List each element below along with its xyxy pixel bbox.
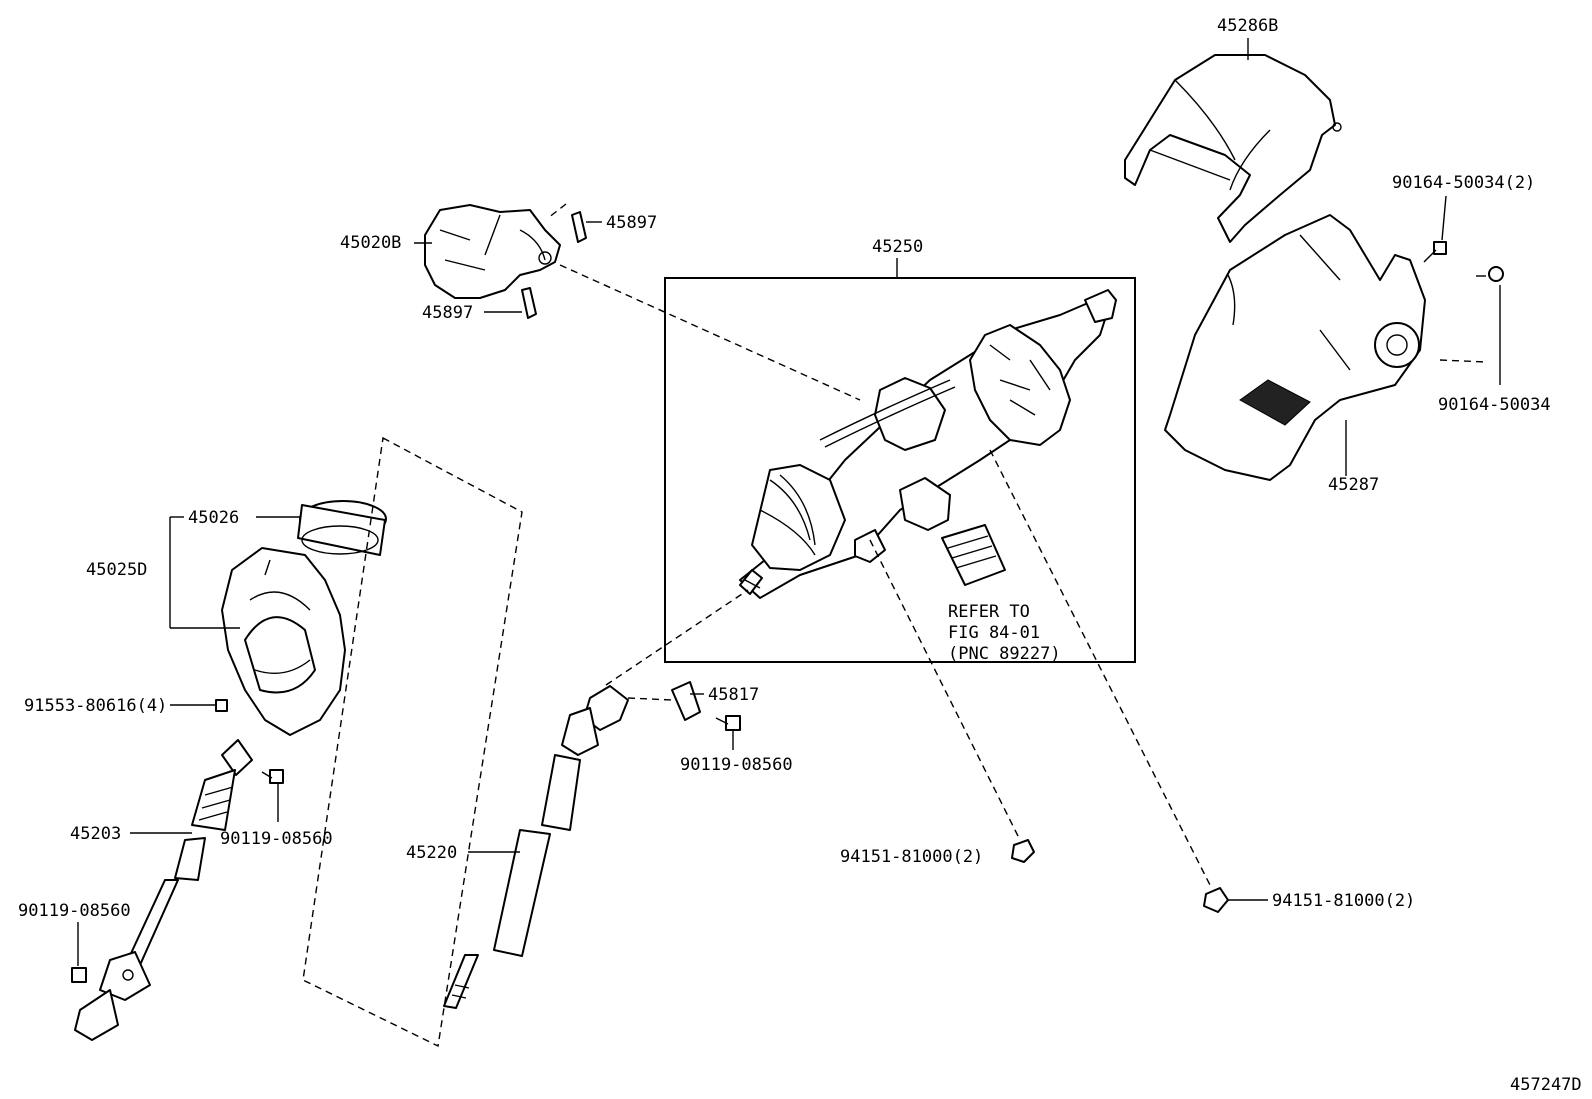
bolt-45897-lower[interactable]: [521, 287, 537, 319]
nut-94151-81000-b[interactable]: [1203, 887, 1229, 913]
seal-ring-45026[interactable]: [297, 500, 387, 556]
dash-45817: [627, 697, 673, 701]
dash-45020B-to-column: [559, 264, 861, 401]
label-91553[interactable]: 91553-80616(4): [24, 696, 167, 716]
label-45250[interactable]: 45250: [872, 237, 923, 257]
label-45220[interactable]: 45220: [406, 843, 457, 863]
upper-column-cover-45286B[interactable]: [1124, 54, 1342, 243]
lock-housing-45020B[interactable]: [424, 204, 561, 299]
leader-90164-50034-2: [1441, 195, 1447, 241]
screw-90164-50034[interactable]: [1476, 266, 1504, 282]
dash-94151-b: [989, 449, 1211, 886]
steering-column-assembly[interactable]: [739, 289, 1117, 599]
label-94151-a[interactable]: 94151-81000(2): [840, 847, 983, 867]
label-45897-upper[interactable]: 45897: [606, 213, 657, 233]
dash-45220-to-column: [605, 589, 749, 686]
ecu-module-icon: [941, 524, 1006, 586]
label-45287[interactable]: 45287: [1328, 475, 1379, 495]
nut-94151-81000-a[interactable]: [1011, 839, 1035, 863]
dashed-group-outline: [302, 436, 523, 1048]
bolt-91553-80616[interactable]: [215, 699, 228, 712]
dash-90164-50034: [1439, 359, 1487, 363]
label-45817[interactable]: 45817: [708, 685, 759, 705]
dash-94151-a: [869, 539, 1021, 841]
label-90119-c[interactable]: 90119-08560: [18, 901, 131, 921]
bolt-90119-08560-a[interactable]: [261, 769, 284, 784]
label-90119-a[interactable]: 90119-08560: [220, 829, 333, 849]
label-90119-b[interactable]: 90119-08560: [680, 755, 793, 775]
refer-note-line1: REFER TO: [948, 602, 1030, 622]
label-45026[interactable]: 45026: [188, 508, 239, 528]
column-boot-45025D[interactable]: [221, 547, 346, 736]
label-45025D[interactable]: 45025D: [86, 560, 147, 580]
figure-id: 457247D: [1510, 1075, 1582, 1095]
dash-45897-upper: [547, 203, 567, 219]
lower-shaft-45220[interactable]: [443, 685, 629, 1009]
lower-column-cover-45287[interactable]: [1164, 214, 1426, 481]
cover-plate-45817[interactable]: [671, 681, 701, 721]
screw-90164-50034-2[interactable]: [1423, 241, 1447, 263]
label-90164-50034[interactable]: 90164-50034: [1438, 395, 1551, 415]
intermediate-shaft-45203[interactable]: [74, 739, 253, 1041]
label-45286B[interactable]: 45286B: [1217, 16, 1278, 36]
refer-note-line3: (PNC 89227): [948, 644, 1061, 664]
bolt-45897-upper[interactable]: [571, 211, 587, 243]
assembly-box-45250: [664, 277, 1136, 663]
bolt-90119-08560-c[interactable]: [71, 967, 87, 983]
label-94151-b[interactable]: 94151-81000(2): [1272, 891, 1415, 911]
label-45897-lower[interactable]: 45897: [422, 303, 473, 323]
label-90164-50034-2[interactable]: 90164-50034(2): [1392, 173, 1535, 193]
refer-note-line2: FIG 84-01: [948, 623, 1040, 643]
bolt-90119-08560-b[interactable]: [715, 715, 741, 731]
label-45203[interactable]: 45203: [70, 824, 121, 844]
label-45020B[interactable]: 45020B: [340, 233, 401, 253]
